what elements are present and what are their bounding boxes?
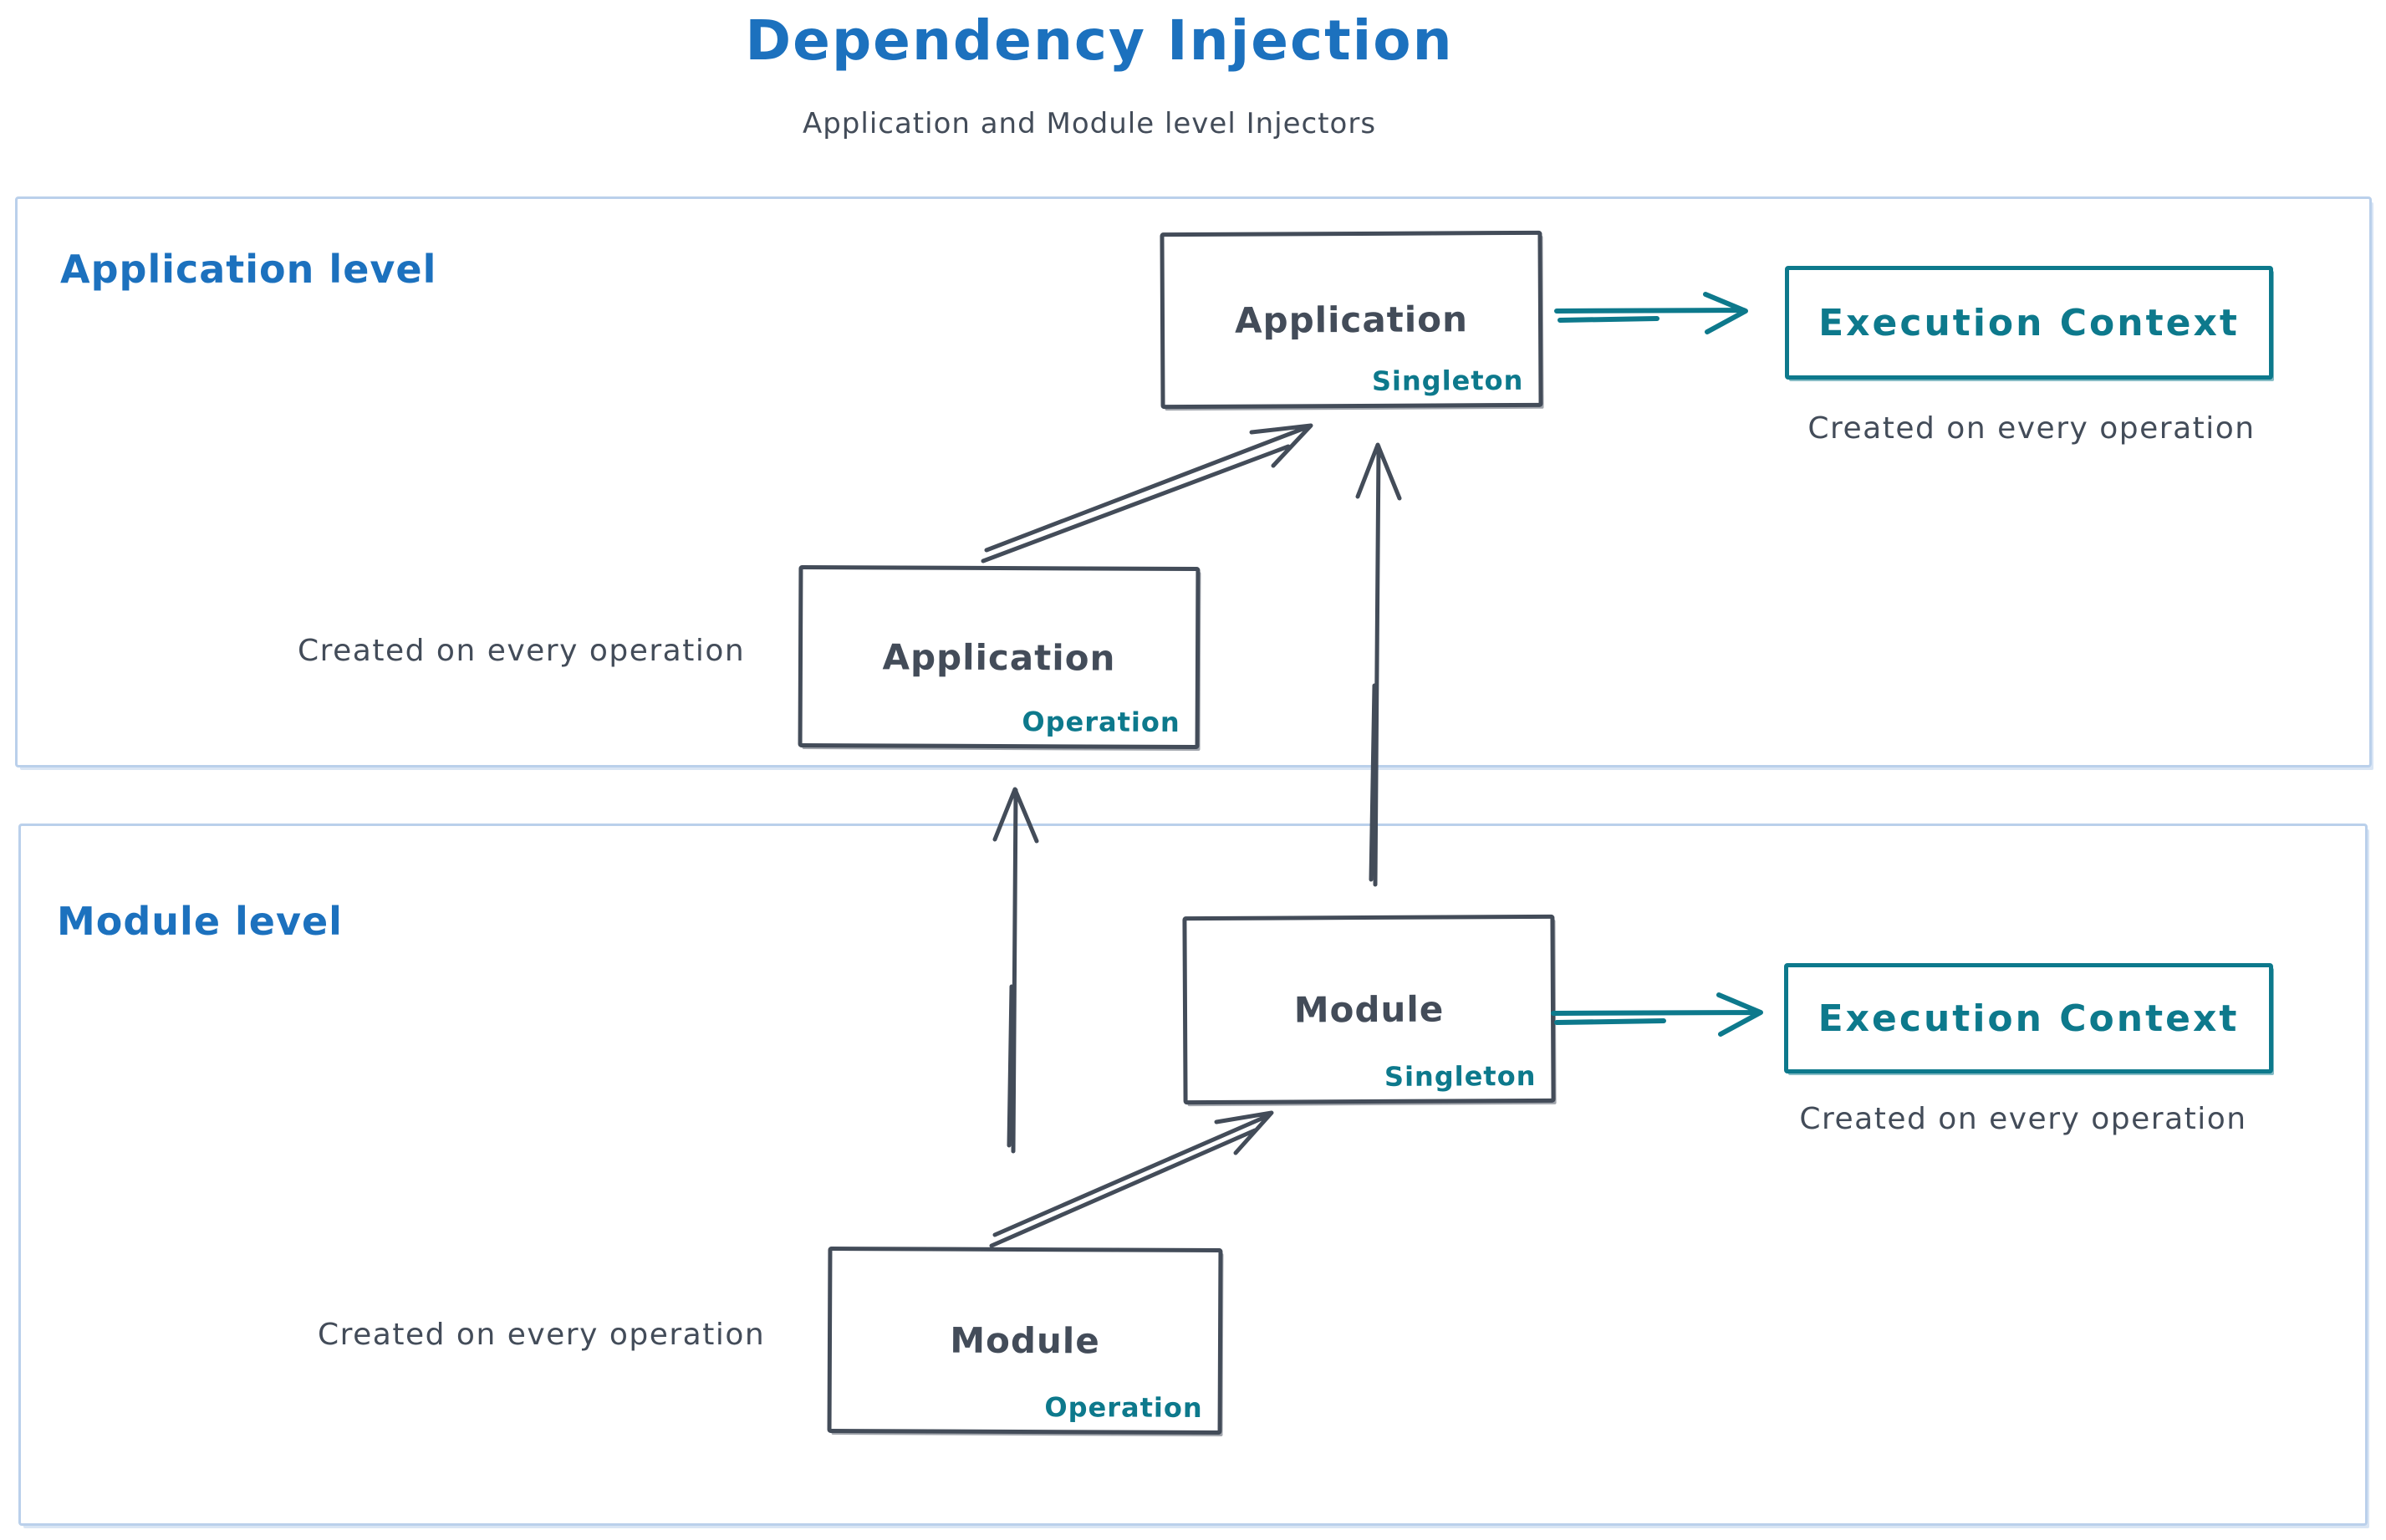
module-level-label: Module level — [57, 899, 343, 944]
application-operation-box: Application Operation — [798, 564, 1201, 750]
application-singleton-title: Application — [1234, 298, 1469, 341]
application-singleton-scope-badge: Singleton — [1371, 364, 1524, 397]
application-level-label: Application level — [60, 247, 437, 292]
module-singleton-title: Module — [1293, 988, 1445, 1031]
module-operation-box: Module Operation — [827, 1246, 1223, 1435]
module-execution-caption: Created on every operation — [1799, 1102, 2247, 1136]
page-title: Dependency Injection — [745, 8, 1454, 73]
module-singleton-scope-badge: Singleton — [1384, 1059, 1537, 1093]
application-singleton-box: Application Singleton — [1160, 230, 1543, 410]
page-subtitle: Application and Module level Injectors — [802, 107, 1377, 140]
application-execution-caption: Created on every operation — [1807, 411, 2256, 446]
module-operation-caption: Created on every operation — [318, 1318, 766, 1352]
module-operation-title: Module — [950, 1319, 1100, 1362]
application-operation-title: Application — [882, 635, 1116, 679]
module-execution-context-box: Execution Context — [1784, 963, 2273, 1073]
module-operation-scope-badge: Operation — [1044, 1391, 1203, 1424]
module-singleton-box: Module Singleton — [1182, 914, 1556, 1105]
module-execution-context-label: Execution Context — [1818, 997, 2240, 1040]
application-execution-context-label: Execution Context — [1818, 301, 2240, 344]
application-operation-scope-badge: Operation — [1022, 706, 1180, 738]
application-level-section — [15, 196, 2372, 767]
application-execution-context-box: Execution Context — [1785, 266, 2273, 380]
module-level-section — [18, 824, 2368, 1526]
application-operation-caption: Created on every operation — [298, 634, 746, 668]
